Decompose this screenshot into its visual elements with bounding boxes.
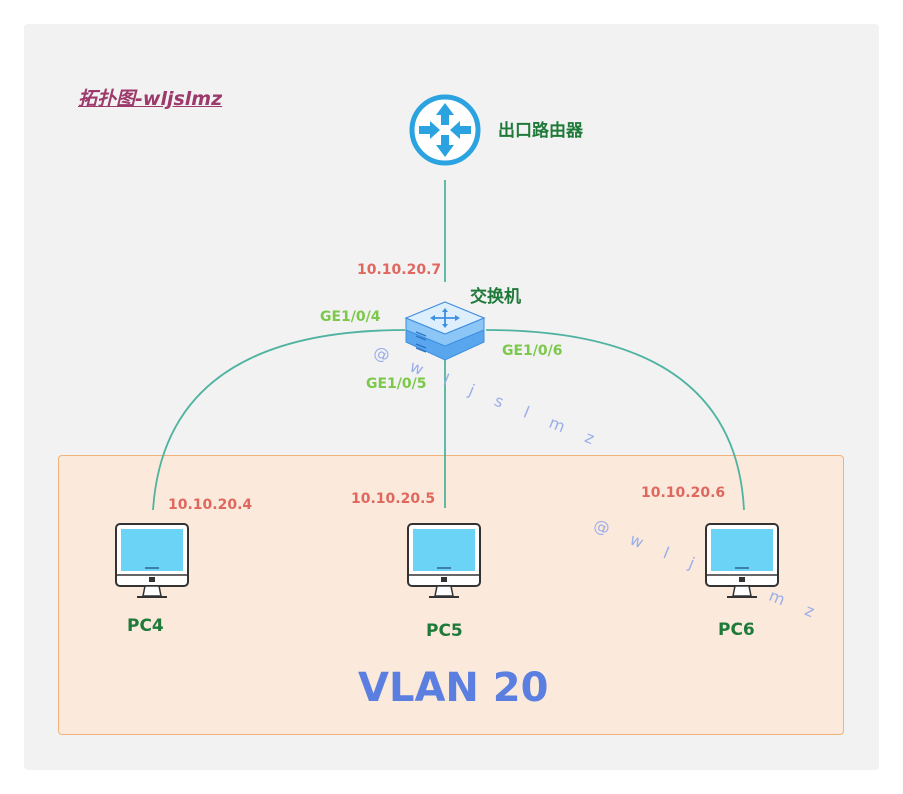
switch-label: 交换机 bbox=[470, 287, 521, 307]
router-icon bbox=[409, 94, 481, 166]
switch-icon bbox=[404, 301, 486, 361]
diagram-title: 拓扑图-wljslmz bbox=[78, 88, 223, 110]
pc6-icon bbox=[705, 523, 779, 598]
port-label-pc4: GE1/0/4 bbox=[320, 309, 381, 325]
pc5-ip: 10.10.20.5 bbox=[351, 491, 436, 507]
pc5-label: PC5 bbox=[426, 621, 463, 641]
pc6-label: PC6 bbox=[718, 620, 755, 640]
pc4-ip: 10.10.20.4 bbox=[168, 497, 253, 513]
pc6-ip: 10.10.20.6 bbox=[641, 485, 726, 501]
pc4-label: PC4 bbox=[127, 616, 164, 636]
port-label-pc6: GE1/0/6 bbox=[502, 343, 563, 359]
link-switch-pc6 bbox=[485, 329, 745, 511]
link-switch-pc4 bbox=[152, 329, 406, 511]
port-label-pc5: GE1/0/5 bbox=[366, 376, 427, 392]
pc4-icon bbox=[115, 523, 189, 598]
pc5-icon bbox=[407, 523, 481, 598]
vlan-label: VLAN 20 bbox=[358, 665, 549, 711]
router-label: 出口路由器 bbox=[498, 121, 583, 141]
switch-ip: 10.10.20.7 bbox=[357, 262, 442, 278]
